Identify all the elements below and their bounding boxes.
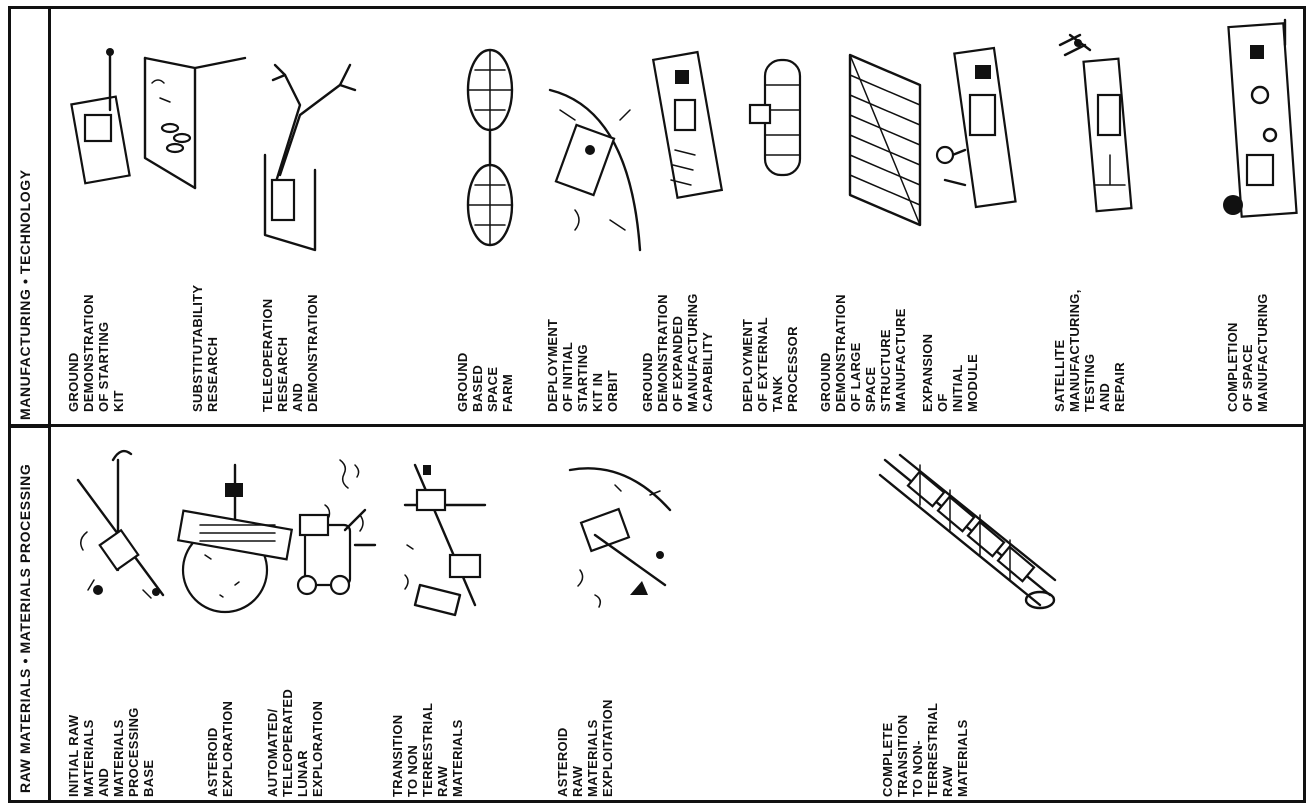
mining-rig-icon [68, 440, 173, 610]
section-divider [8, 424, 1306, 427]
left-item-label: COMPLETE TRANSITION TO NON- TERRESTRIAL … [880, 642, 970, 797]
space-farm-icon [455, 45, 525, 255]
header-column-divider [48, 6, 51, 803]
robot-arm-icon [250, 55, 360, 255]
space-manufacturing-complete-icon [1215, 15, 1300, 220]
right-item-label: EXPANSION OF INITIAL MODULE [920, 262, 980, 412]
right-item-label: SUBSTITUTABILITY RESEARCH [190, 262, 220, 412]
asteroid-probe-icon [180, 455, 280, 620]
space-structure-icon [835, 45, 930, 230]
right-item-label: GROUND DEMONSTRATION OF LARGE SPACE STRU… [818, 232, 908, 412]
right-item-label: TELEOPERATION RESEARCH AND DEMONSTRATION [260, 262, 320, 412]
right-item-label: GROUND DEMONSTRATION OF EXPANDED MANUFAC… [640, 232, 715, 412]
tank-processor-icon [745, 55, 820, 180]
left-item-label: INITIAL RAW MATERIALS AND MATERIALS PROC… [66, 642, 156, 797]
orbital-deployment-icon [540, 60, 650, 260]
right-item-label: GROUND BASED SPACE FARM [455, 262, 515, 412]
left-item-label: AUTOMATED/ TELEOPERATED LUNAR EXPLORATIO… [265, 642, 325, 797]
left-item-label: TRANSITION TO NON TERRESTRIAL RAW MATERI… [390, 642, 465, 797]
right-item-label: GROUND DEMONSTRATION OF STARTING KIT [66, 262, 126, 412]
transition-machinery-icon [395, 445, 495, 620]
research-bench-icon [140, 48, 250, 198]
module-expansion-icon [930, 40, 1030, 215]
satellite-factory-icon [1050, 25, 1145, 215]
right-item-label: DEPLOYMENT OF EXTERNAL TANK PROCESSOR [740, 262, 800, 412]
asteroid-mining-icon [565, 455, 680, 620]
lunar-rover-icon [285, 445, 385, 610]
starting-kit-icon [70, 40, 135, 190]
left-item-label: ASTEROID RAW MATERIALS EXPLOITATION [555, 642, 615, 797]
right-item-label: DEPLOYMENT OF INITIAL STARTING KIT IN OR… [545, 262, 620, 412]
header-raw-materials: RAW MATERIALS • MATERIALS PROCESSING [18, 438, 33, 793]
header-manufacturing: MANUFACTURING • TECHNOLOGY [18, 40, 33, 420]
right-item-label: COMPLETION OF SPACE MANUFACTURING [1225, 222, 1270, 412]
expanded-factory-icon [645, 40, 740, 200]
right-item-label: SATELLITE MANUFACTURING, TESTING AND REP… [1052, 232, 1127, 412]
processing-line-icon [875, 445, 1060, 615]
left-item-label: ASTEROID EXPLORATION [205, 642, 235, 797]
